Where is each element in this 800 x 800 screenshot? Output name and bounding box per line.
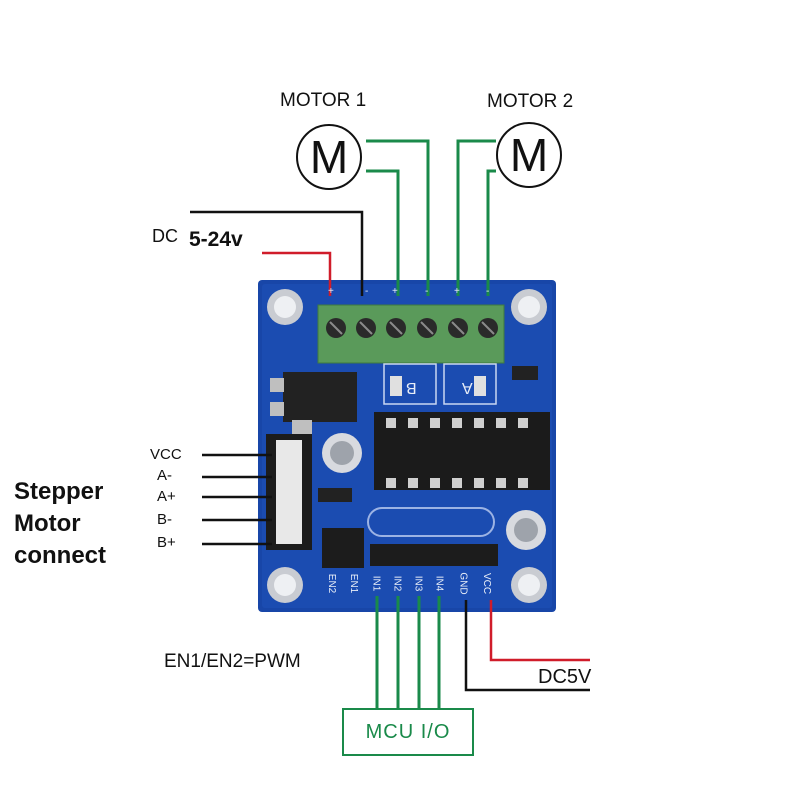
terminal-mark-1: + [328, 286, 334, 297]
oval-pad [367, 507, 495, 537]
motor-wires [366, 139, 496, 296]
stepper-pin-vcc: VCC [150, 446, 182, 463]
stepper-pin-b-plus: B+ [157, 534, 176, 551]
header-pin-vcc: VCC [481, 572, 493, 595]
header-pin-gnd: GND [457, 572, 469, 595]
control-header [370, 544, 498, 566]
stepper-wires [202, 453, 272, 546]
dc-red-wire [262, 251, 332, 296]
motor1-label: MOTOR 1 [280, 90, 367, 111]
header-pin-in1: IN1 [370, 575, 382, 592]
smd-chip [512, 366, 538, 380]
gnd-black-wire [464, 600, 590, 692]
mount-hole-bl [267, 567, 303, 603]
header-pin-en1: EN1 [348, 573, 360, 594]
mcu-io-box: MCU I/O [342, 708, 474, 756]
mount-hole-tr [511, 289, 547, 325]
terminal-mark-3: + [392, 286, 398, 297]
header-pin-en2: EN2 [326, 573, 338, 594]
terminal-mark-5: + [454, 286, 460, 297]
stepper-pin-a-minus: A- [157, 467, 172, 484]
mount-hole-tl [267, 289, 303, 325]
pwm-note: EN1/EN2=PWM [164, 651, 301, 672]
dc5v-label: DC5V [538, 666, 592, 688]
capacitor-right [506, 510, 546, 550]
motor2-label: MOTOR 2 [487, 91, 574, 112]
stepper-pin-a-plus: A+ [157, 488, 176, 505]
ic-pins [386, 418, 528, 488]
motor1-symbol: M [296, 124, 362, 190]
mount-hole-br [511, 567, 547, 603]
header-pin-in4: IN4 [433, 575, 445, 592]
channel-a-label: A [462, 379, 473, 396]
voltage-label: 5-24v [189, 228, 243, 251]
vcc-red-wire [489, 600, 590, 662]
header-pin-in3: IN3 [412, 575, 424, 592]
stepper-title-line2: Motor [14, 510, 81, 537]
stepper-title-line1: Stepper [14, 478, 104, 505]
channel-b-label: B [406, 379, 417, 396]
header-pin-in2: IN2 [391, 575, 403, 592]
voltage-regulator [283, 372, 357, 422]
motor2-symbol: M [496, 122, 562, 188]
screw-terminal-block [317, 304, 505, 364]
terminal-mark-4: - [425, 286, 429, 297]
terminal-mark-2: - [365, 286, 369, 297]
dc-label: DC [152, 226, 178, 246]
channel-a-led [443, 363, 497, 405]
stepper-title-line3: connect [14, 542, 107, 569]
capacitor-left [322, 433, 362, 473]
mcu-wires [375, 596, 441, 708]
terminal-mark-6: - [486, 286, 490, 297]
stepper-pin-b-minus: B- [157, 511, 172, 528]
dc-black-wire [190, 210, 364, 296]
jumper-block [322, 528, 364, 568]
smd-diode [318, 488, 352, 502]
channel-b-led [383, 363, 437, 405]
